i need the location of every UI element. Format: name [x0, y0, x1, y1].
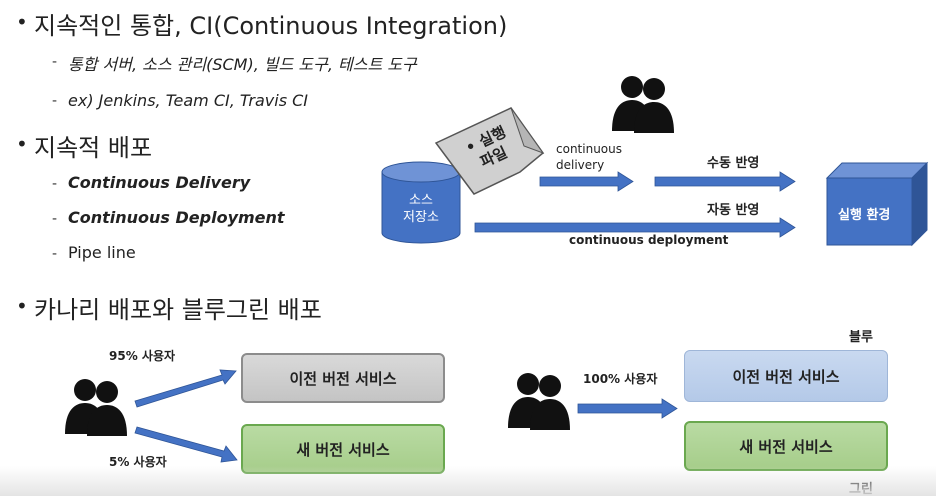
bluegreen-100-label: 100% 사용자 [583, 372, 658, 386]
manual-label: 수동 반영 [707, 156, 760, 171]
manual-deploy-arrow [654, 171, 796, 192]
ci-item-tools: 통합 서버, 소스 관리(SCM), 빌드 도구, 테스트 도구 [68, 55, 417, 74]
green-new-service-box: 새 버전 서비스 [684, 421, 888, 471]
artifact-document-icon [434, 107, 545, 195]
repository-cylinder-icon [381, 161, 461, 244]
dash: - [52, 54, 58, 70]
delivery-arrow [539, 171, 634, 192]
cd-item-pipeline: Pipe line [68, 243, 136, 262]
bluegreen-arrow [577, 398, 678, 419]
dash: - [52, 211, 58, 227]
deploy-heading: 카나리 배포와 블루그린 배포 [34, 296, 322, 324]
environment-label: 실행 환경 [838, 208, 891, 223]
blue-label: 블루 [849, 330, 873, 345]
canary-5-label: 5% 사용자 [109, 455, 167, 469]
bullet-dot: • [16, 10, 28, 34]
cd-heading: 지속적 배포 [34, 134, 153, 162]
cd-item-delivery: Continuous Delivery [68, 173, 251, 192]
dash: - [52, 176, 58, 192]
auto-label: 자동 반영 [707, 203, 760, 218]
bluegreen-users-icon [508, 373, 570, 430]
canary-arrow-new [134, 426, 238, 463]
delivery-label: continuous delivery [556, 142, 622, 172]
ci-item-examples: ex) Jenkins, Team CI, Travis CI [68, 91, 309, 110]
canary-95-label: 95% 사용자 [109, 349, 176, 363]
bullet-dot: • [16, 294, 28, 318]
dash: - [52, 246, 58, 262]
repository-label: 소스 저장소 [403, 193, 439, 225]
canary-old-service-box: 이전 버전 서비스 [241, 353, 445, 403]
canary-new-service-box: 새 버전 서비스 [241, 424, 445, 474]
users-icon [612, 76, 674, 133]
cd-item-deployment: Continuous Deployment [68, 208, 285, 227]
bottom-fade [0, 466, 936, 496]
canary-users-icon [65, 379, 127, 436]
deployment-arrow [474, 217, 796, 238]
dash: - [52, 93, 58, 109]
ci-heading: 지속적인 통합, CI(Continuous Integration) [34, 12, 508, 40]
deployment-label: continuous deployment [569, 233, 729, 247]
canary-arrow-old [134, 369, 237, 408]
bullet-dot: • [16, 132, 28, 156]
environment-cube-icon [825, 161, 929, 247]
blue-old-service-box: 이전 버전 서비스 [684, 350, 888, 402]
